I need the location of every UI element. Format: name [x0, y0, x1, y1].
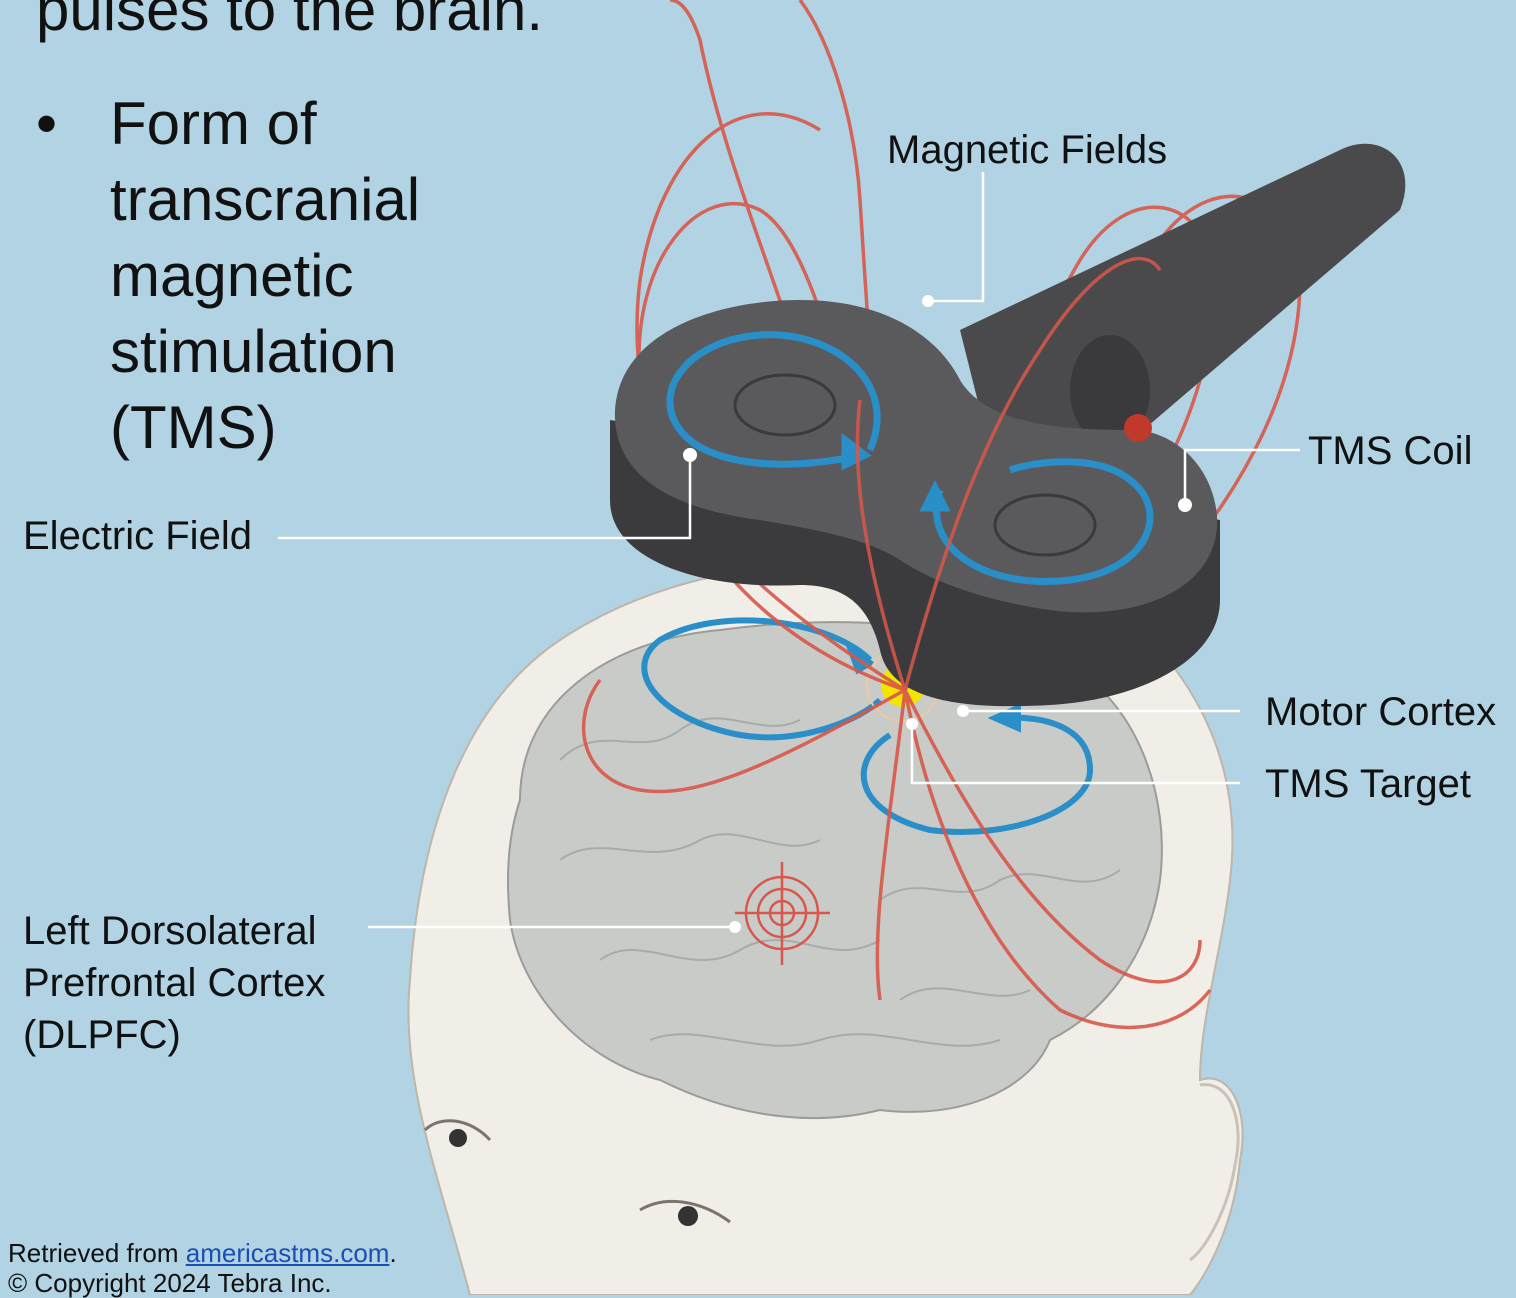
- bullet-line: stimulation: [110, 314, 420, 390]
- slide-top-line: pulses to the brain.: [36, 0, 543, 46]
- label-dlpfc-line: Prefrontal Cortex: [23, 957, 325, 1009]
- credit: Retrieved from americastms.com. © Copyri…: [8, 1238, 397, 1298]
- bullet-text: Form of transcranial magnetic stimulatio…: [110, 86, 420, 466]
- bullet-line: (TMS): [110, 390, 420, 466]
- source-link[interactable]: americastms.com: [186, 1238, 390, 1268]
- credit-prefix: Retrieved from: [8, 1238, 186, 1268]
- credit-source: Retrieved from americastms.com.: [8, 1238, 397, 1268]
- bullet-glyph: •: [36, 86, 57, 162]
- label-tms-target: TMS Target: [1265, 760, 1471, 808]
- label-dlpfc: Left Dorsolateral Prefrontal Cortex (DLP…: [23, 905, 325, 1061]
- label-dlpfc-line: (DLPFC): [23, 1009, 325, 1061]
- label-electric-field: Electric Field: [23, 512, 252, 560]
- bullet-line: transcranial: [110, 162, 420, 238]
- bullet-line: Form of: [110, 86, 420, 162]
- credit-suffix: .: [389, 1238, 396, 1268]
- copyright-text: © Copyright 2024 Tebra Inc.: [8, 1268, 397, 1298]
- bullet-line: magnetic: [110, 238, 420, 314]
- label-tms-coil: TMS Coil: [1308, 427, 1472, 475]
- label-dlpfc-line: Left Dorsolateral: [23, 905, 325, 957]
- label-motor-cortex: Motor Cortex: [1265, 688, 1496, 736]
- label-magnetic-fields: Magnetic Fields: [887, 126, 1167, 174]
